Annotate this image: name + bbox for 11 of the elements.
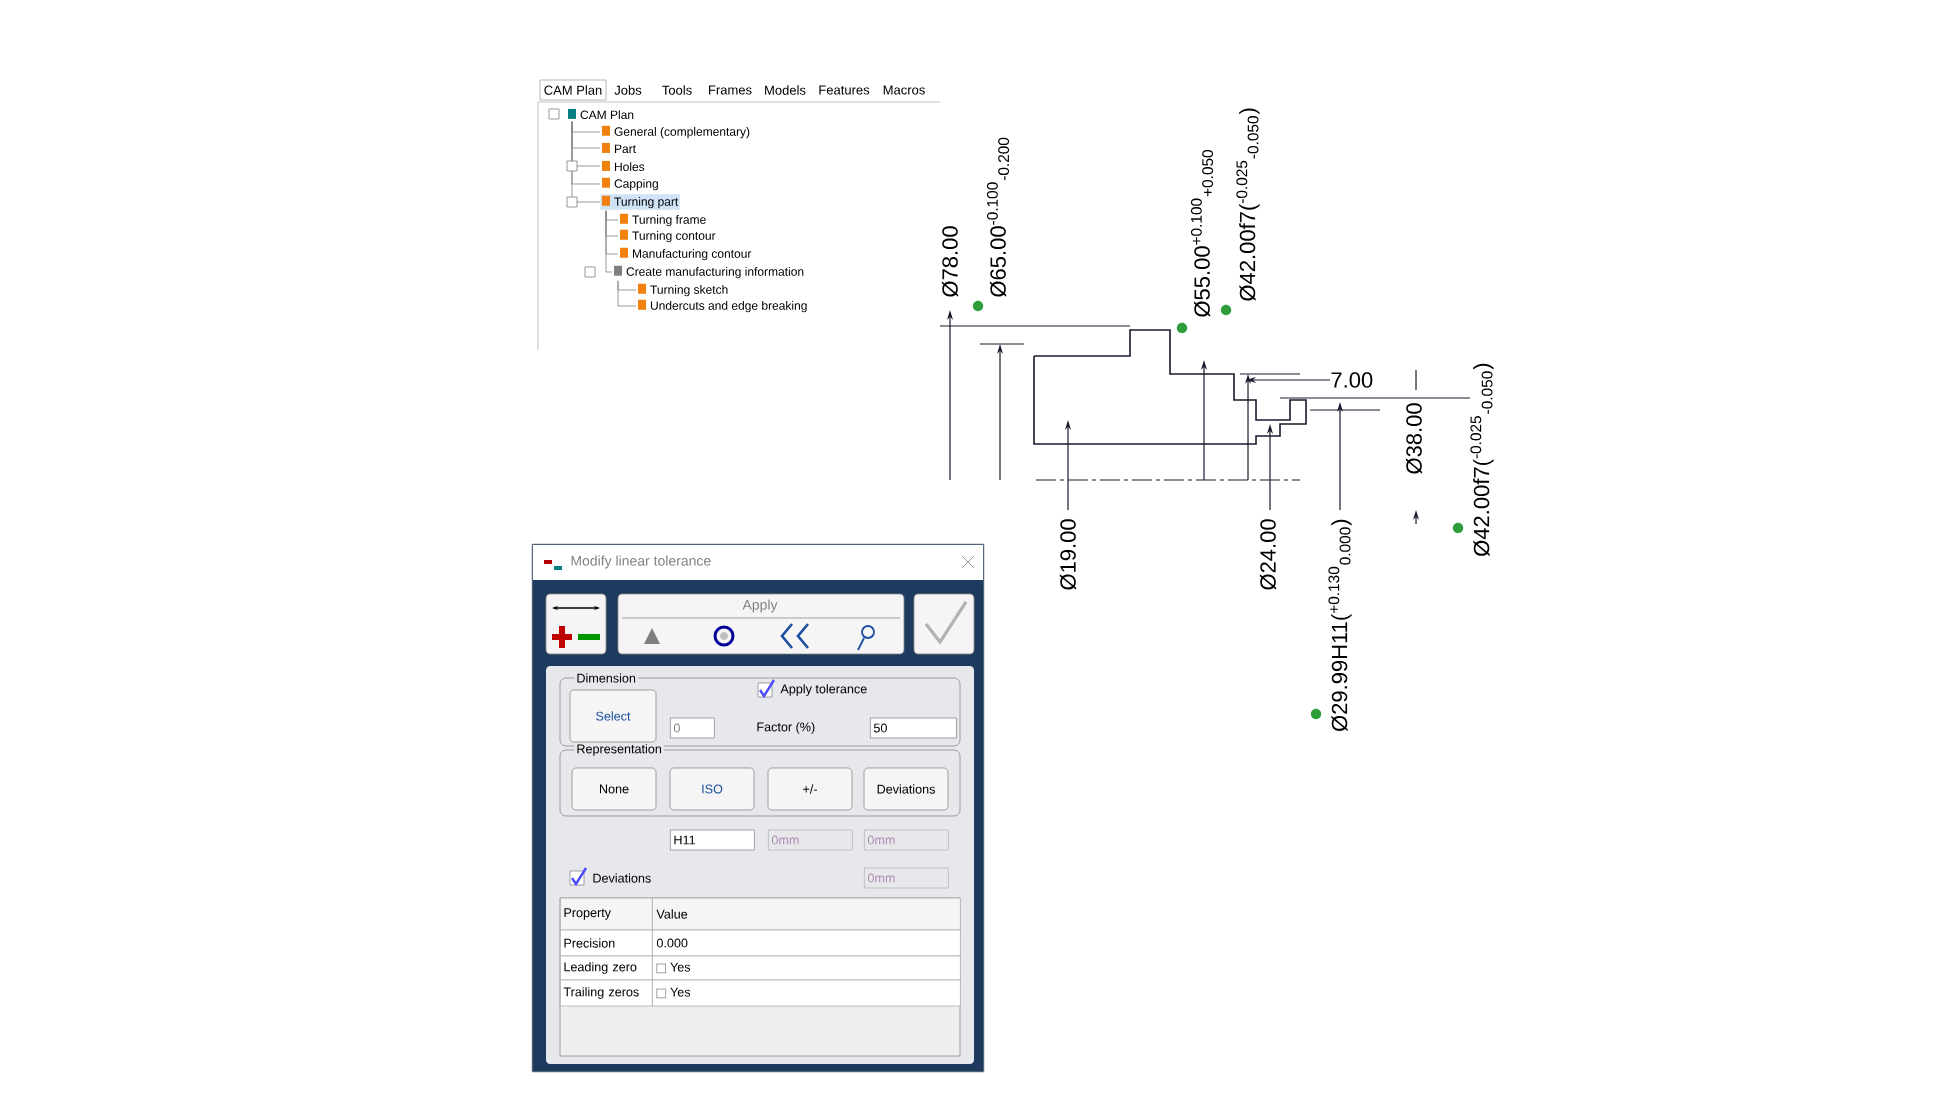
dimension-text: 7.00 xyxy=(1331,372,1373,388)
tree-line xyxy=(617,280,637,307)
dimension-text: Ø42.00f7($^{-0.025}$$_{-0.050}$) xyxy=(1236,108,1260,301)
dimension-text: Ø24.00 xyxy=(1259,519,1277,590)
tree-line xyxy=(571,121,601,203)
dimension-text: Ø38.00 xyxy=(1405,403,1423,474)
dimension-text: Ø78.00 xyxy=(941,226,959,297)
dimension-text: Ø19.00 xyxy=(1059,519,1077,590)
dimension-text: Ø42.00f7($^{-0.025}$$_{-0.050}$) xyxy=(1470,363,1494,557)
tree-line xyxy=(605,210,613,273)
dimension-text: Ø29.99H11($^{+0.130}$$_{0.000}$) xyxy=(1328,519,1352,732)
